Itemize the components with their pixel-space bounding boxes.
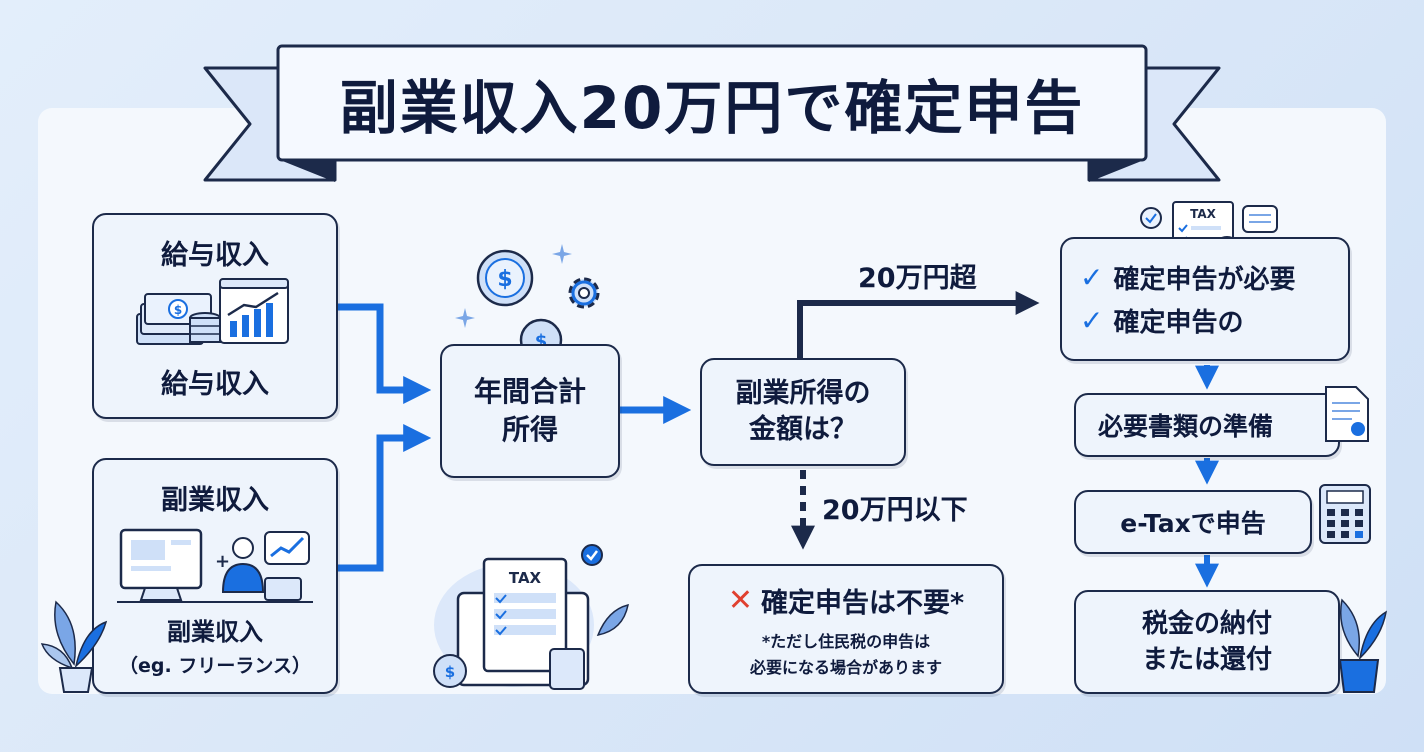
step-payment-line2: または還付 (1141, 645, 1272, 675)
sparkle-icon (455, 308, 475, 328)
not-required-box: ✕ 確定申告は不要* *ただし住民税の申告は 必要になる場合があります (688, 564, 1004, 694)
title-ribbon (203, 44, 1221, 182)
decision-line1: 副業所得の (735, 377, 871, 409)
step-documents-box: 必要書類の準備 (1074, 393, 1340, 457)
annual-income-line2: 所得 (501, 413, 558, 446)
cash-stack-icon: $ (136, 293, 221, 345)
calculator-icon (1319, 484, 1371, 544)
not-required-title: 確定申告は不要* (761, 587, 965, 619)
decision-box: 副業所得の 金額は？ (700, 358, 906, 466)
step-payment-box: 税金の納付 または還付 (1074, 590, 1340, 694)
page-title: 副業収入20万円で確定申告 (339, 74, 1085, 142)
under-threshold-label: 20万円以下 (822, 495, 968, 526)
side-income-title: 副業収入 (161, 485, 269, 516)
cross-icon: ✕ (727, 582, 753, 618)
tax-document-illustration: TAX $ (433, 544, 629, 690)
plant-icon-right (1338, 598, 1388, 693)
svg-text:TAX: TAX (1190, 207, 1217, 221)
coin-icon-large: $ (476, 249, 534, 307)
document-icon (1325, 386, 1369, 442)
sparkle-icon (552, 244, 572, 264)
annual-income-line1: 年間合計 (473, 375, 586, 409)
svg-text:TAX: TAX (509, 569, 542, 587)
arrow-salary-to-annual (338, 303, 432, 404)
freelancer-icon: + (117, 528, 313, 603)
decision-line2: 金額は？ (749, 414, 857, 445)
arrow-side-to-annual (338, 424, 432, 572)
side-income-example: （eg. フリーランス） (119, 655, 311, 677)
step-etax-box: e-Taxで申告 (1074, 490, 1312, 554)
plant-icon-left (40, 600, 108, 693)
step-documents-label: 必要書類の準備 (1098, 412, 1274, 441)
svg-text:$: $ (497, 267, 512, 292)
salary-income-box: 給与収入 給与収入 (92, 213, 338, 419)
required-item-2: 確定申告の (1113, 308, 1244, 338)
step-etax-label: e-Taxで申告 (1120, 509, 1266, 538)
growth-chart-icon (219, 278, 289, 344)
check-icon: ✓ (1080, 261, 1104, 294)
over-threshold-label: 20万円超 (858, 263, 977, 294)
salary-income-title: 給与収入 (161, 240, 269, 271)
required-item-1: 確定申告が必要 (1113, 265, 1296, 295)
not-required-note-line2: 必要になる場合があります (749, 657, 942, 677)
salary-income-caption: 給与収入 (161, 369, 269, 400)
annual-income-box: 年間合計 所得 (440, 344, 620, 478)
required-box: ✓ 確定申告が必要 ✓ 確定申告の (1060, 237, 1350, 361)
svg-text:$: $ (445, 663, 455, 681)
gear-icon (568, 277, 600, 309)
step-payment-line1: 税金の納付 (1141, 608, 1272, 639)
svg-text:+: + (215, 551, 230, 572)
side-income-caption: 副業収入 (166, 618, 263, 646)
svg-text:$: $ (174, 303, 182, 317)
arrow-over-branch (797, 291, 1040, 360)
check-icon: ✓ (1080, 304, 1104, 337)
not-required-note-line1: *ただし住民税の申告は (761, 631, 931, 651)
